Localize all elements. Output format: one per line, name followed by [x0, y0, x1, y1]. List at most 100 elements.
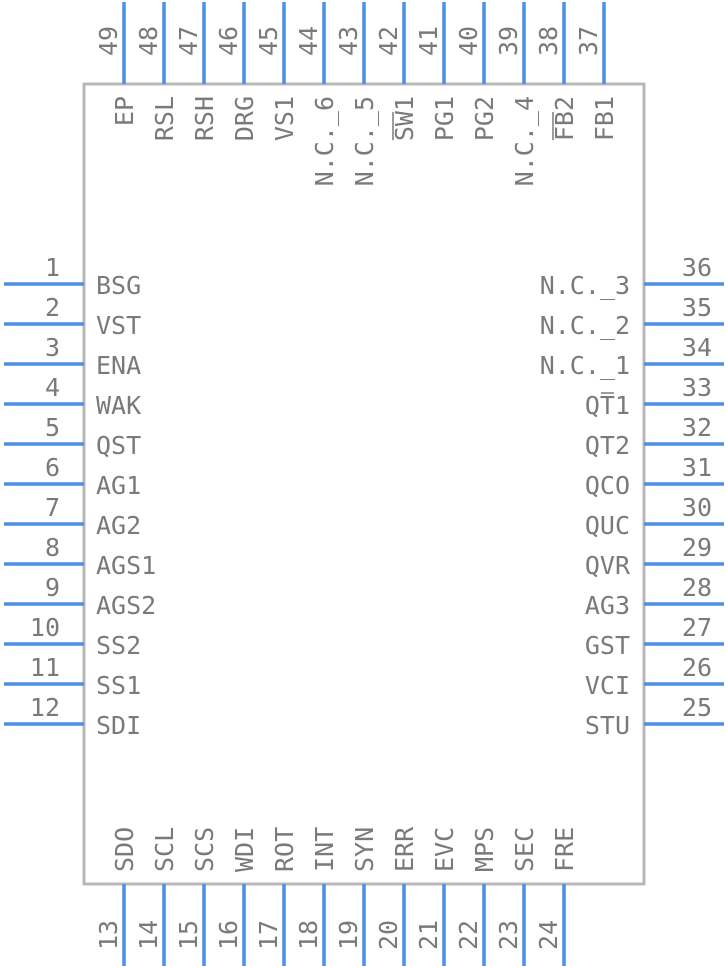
pin-number: 19	[334, 920, 363, 950]
pin-label: VCI	[585, 671, 630, 700]
pin-number: 42	[374, 26, 403, 56]
pin-label: QT2	[585, 431, 630, 460]
pin-number: 37	[574, 26, 603, 56]
pin-label: N.C._5	[350, 96, 379, 186]
pin-label: SS1	[96, 671, 141, 700]
pin-label: SYN	[350, 827, 379, 872]
pin-label: ENA	[96, 351, 141, 380]
pin-label: FRE	[550, 827, 579, 872]
pin-label: N.C._6	[310, 96, 339, 186]
pin-number: 11	[30, 653, 60, 682]
pin-number: 33	[682, 373, 712, 402]
pin-number: 29	[682, 533, 712, 562]
pin-label: AGS2	[96, 591, 156, 620]
pin-label: EP	[110, 96, 139, 126]
pin-number: 34	[682, 333, 712, 362]
pin-number: 49	[94, 26, 123, 56]
pin-number: 27	[682, 613, 712, 642]
pin-number: 23	[494, 920, 523, 950]
pin-number: 1	[45, 253, 60, 282]
pin-label: PG2	[470, 96, 499, 141]
pin-label: GST	[585, 631, 630, 660]
pin-label: FB2	[550, 96, 579, 141]
pin-label: QT1	[585, 391, 630, 420]
pin-label: SDI	[96, 711, 141, 740]
pin-number: 4	[45, 373, 60, 402]
pin-number: 16	[214, 920, 243, 950]
pin-number: 3	[45, 333, 60, 362]
pin-label: SCL	[150, 827, 179, 872]
pin-number: 28	[682, 573, 712, 602]
pin-label: ERR	[390, 826, 419, 872]
pin-number: 47	[174, 26, 203, 56]
pin-label: EVC	[430, 827, 459, 872]
pin-label: AG2	[96, 511, 141, 540]
pin-number: 9	[45, 573, 60, 602]
pin-number: 18	[294, 920, 323, 950]
pin-number: 41	[414, 26, 443, 56]
pin-label: SW1	[390, 96, 419, 141]
pin-label: QUC	[585, 511, 630, 540]
pin-number: 31	[682, 453, 712, 482]
pin-number: 24	[534, 920, 563, 950]
pin-number: 30	[682, 493, 712, 522]
pin-label: RSL	[150, 96, 179, 141]
pin-number: 22	[454, 920, 483, 950]
pin-label: WDI	[230, 827, 259, 872]
pin-label: N.C._3	[540, 271, 630, 300]
pin-label: RSH	[190, 96, 219, 141]
pin-number: 7	[45, 493, 60, 522]
pin-number: 5	[45, 413, 60, 442]
pin-label: AG1	[96, 471, 141, 500]
pin-label: VST	[96, 311, 141, 340]
chip-body	[82, 82, 646, 886]
pin-label: N.C._2	[540, 311, 630, 340]
pin-label: FB1	[590, 96, 619, 141]
pin-number: 39	[494, 26, 523, 56]
pin-label: QCO	[585, 471, 630, 500]
pin-label: N.C._1	[540, 351, 630, 380]
pin-number: 14	[134, 920, 163, 950]
pin-number: 15	[174, 920, 203, 950]
pin-label: AGS1	[96, 551, 156, 580]
pin-number: 2	[45, 293, 60, 322]
pin-number: 45	[254, 26, 283, 56]
pin-number: 12	[30, 693, 60, 722]
pin-label: SS2	[96, 631, 141, 660]
pin-label: BSG	[96, 271, 141, 300]
pin-number: 10	[30, 613, 60, 642]
pin-label: QST	[96, 431, 141, 460]
pin-number: 6	[45, 453, 60, 482]
pin-number: 36	[682, 253, 712, 282]
pin-label: STU	[585, 711, 630, 740]
pin-number: 43	[334, 26, 363, 56]
pin-number: 40	[454, 26, 483, 56]
pin-label: ROT	[270, 827, 299, 872]
pin-label: QVR	[585, 551, 631, 580]
pin-number: 38	[534, 26, 563, 56]
pin-number: 8	[45, 533, 60, 562]
pin-number: 20	[374, 920, 403, 950]
pin-number: 17	[254, 920, 283, 950]
pin-label: SEC	[510, 827, 539, 872]
pin-label: VS1	[270, 96, 299, 141]
pin-label: PG1	[430, 96, 459, 141]
pin-label: DRG	[230, 96, 259, 141]
pin-label: WAK	[96, 391, 141, 420]
pin-number: 35	[682, 293, 712, 322]
pin-label: N.C._4	[510, 96, 539, 186]
pin-number: 21	[414, 920, 443, 950]
pin-number: 26	[682, 653, 712, 682]
pin-label: SDO	[110, 827, 139, 872]
pin-number: 48	[134, 26, 163, 56]
pin-label: AG3	[585, 591, 630, 620]
pin-label: INT	[310, 827, 339, 872]
pin-label: MPS	[470, 827, 499, 872]
pin-number: 44	[294, 26, 323, 56]
pin-number: 46	[214, 26, 243, 56]
pin-number: 32	[682, 413, 712, 442]
pin-number: 25	[682, 693, 712, 722]
pin-number: 13	[94, 920, 123, 950]
